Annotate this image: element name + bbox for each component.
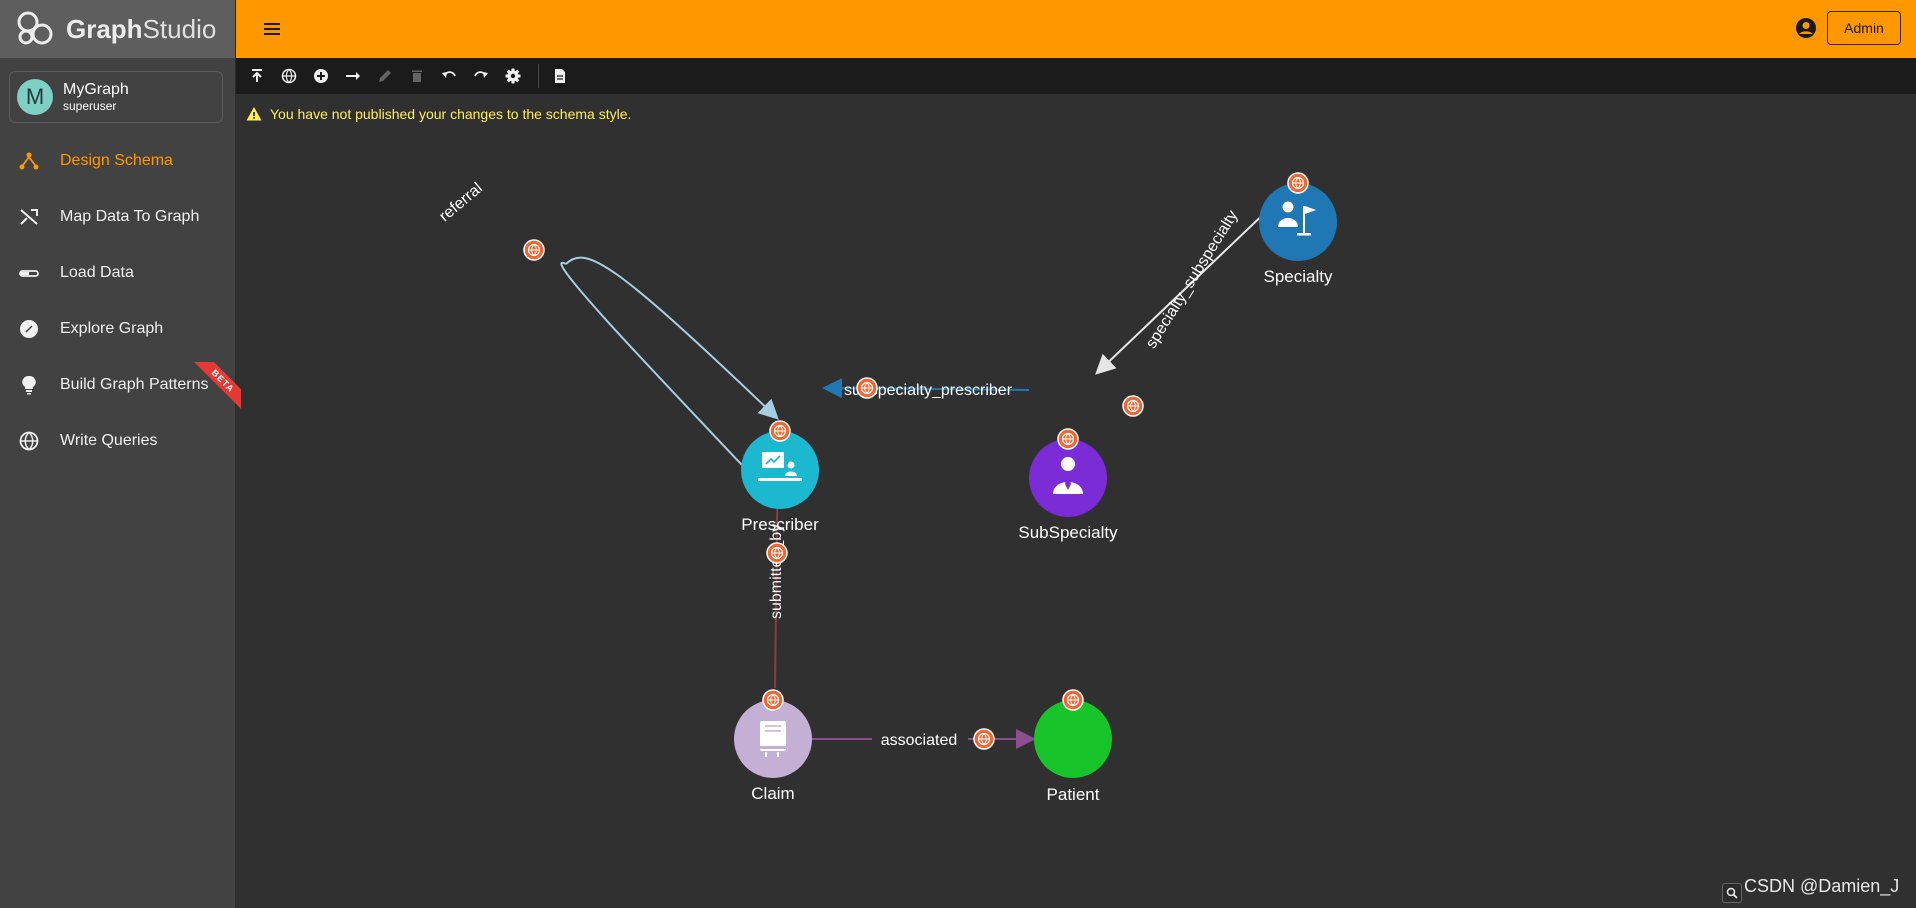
vertex-patient[interactable]: Patient <box>1034 689 1112 804</box>
schema-graph-canvas[interactable]: referral subspecialty_prescriber special… <box>236 94 1916 908</box>
vertex-subspecialty-global-badge <box>1057 428 1079 450</box>
book-icon <box>760 721 786 757</box>
account-circle-icon[interactable] <box>1794 16 1818 40</box>
edit-icon[interactable] <box>374 65 396 87</box>
vertex-patient-label: Patient <box>1047 785 1100 804</box>
unpublished-warning: You have not published your changes to t… <box>246 104 631 124</box>
schema-graph-svg[interactable]: referral subspecialty_prescriber special… <box>236 94 1916 908</box>
admin-button[interactable]: Admin <box>1827 11 1901 45</box>
schema-icon <box>18 150 40 172</box>
beta-ribbon: BETA <box>185 362 241 418</box>
edge-submitted-by-global-badge <box>766 542 788 564</box>
nav-label: Design Schema <box>60 152 173 169</box>
edge-referral-label: referral <box>436 180 486 226</box>
edge-associated-global-badge <box>973 728 995 750</box>
beta-label: BETA <box>189 362 241 415</box>
vertex-prescriber-label: Prescriber <box>741 515 819 534</box>
graph-name: MyGraph <box>63 81 129 98</box>
edge-associated-label: associated <box>881 732 958 749</box>
vertex-prescriber-global-badge <box>769 420 791 442</box>
person-flag-icon <box>1278 201 1316 236</box>
global-types-icon[interactable] <box>278 65 300 87</box>
vertex-subspecialty[interactable]: SubSpecialty <box>1018 428 1118 542</box>
vertex-subspecialty-label: SubSpecialty <box>1018 523 1118 542</box>
nav-label: Write Queries <box>60 432 158 449</box>
add-edge-icon[interactable] <box>342 65 364 87</box>
nav-map-data[interactable]: Map Data To Graph <box>0 195 236 239</box>
nav-write-queries[interactable]: Write Queries <box>0 419 236 463</box>
vertex-specialty[interactable]: Specialty <box>1259 172 1337 286</box>
nav-label: Load Data <box>60 264 134 281</box>
brand-name-light: Studio <box>142 13 217 44</box>
edge-subspecialty-prescriber-label: subspecialty_prescriber <box>844 382 1013 399</box>
load-icon <box>18 262 40 284</box>
vertex-specialty-label: Specialty <box>1264 267 1333 286</box>
edge-associated[interactable]: associated <box>812 726 1036 750</box>
add-vertex-icon[interactable] <box>310 65 332 87</box>
vertex-claim-global-badge <box>762 689 784 711</box>
nav-label: Explore Graph <box>60 320 164 337</box>
nav-build-graph-patterns[interactable]: Build Graph Patterns <box>0 363 236 407</box>
top-app-bar: Admin <box>236 0 1916 58</box>
undo-icon[interactable] <box>438 65 460 87</box>
redo-icon[interactable] <box>470 65 492 87</box>
graph-user: superuser <box>63 99 117 113</box>
nav-load-data[interactable]: Load Data <box>0 251 236 295</box>
edge-associated-label-bg <box>872 726 968 750</box>
graph-selector[interactable]: M MyGraph superuser <box>9 71 223 123</box>
zoom-search-icon[interactable] <box>1722 883 1742 903</box>
vertex-prescriber[interactable]: Prescriber <box>741 420 819 534</box>
nav-label: Build Graph Patterns <box>60 376 209 393</box>
nav-design-schema[interactable]: Design Schema <box>0 139 236 183</box>
graphstudio-logo-icon <box>17 11 53 45</box>
lightbulb-icon <box>18 374 40 396</box>
warning-icon <box>246 107 262 121</box>
edge-specialty-subspecialty-global-badge <box>1122 395 1144 417</box>
edge-referral[interactable]: referral <box>436 180 852 471</box>
shuffle-icon <box>18 206 40 228</box>
graph-avatar: M <box>17 79 53 115</box>
presentation-icon <box>758 452 802 481</box>
watermark-text: CSDN @Damien_J <box>1744 876 1900 896</box>
document-icon[interactable] <box>549 65 571 87</box>
person-tie-icon <box>1053 457 1083 494</box>
compass-icon <box>18 318 40 340</box>
edge-referral-global-badge <box>523 239 545 261</box>
delete-icon[interactable] <box>406 65 428 87</box>
settings-gear-icon[interactable] <box>502 65 524 87</box>
edge-submitted-by-label: submitted_by <box>768 524 785 619</box>
warning-text: You have not published your changes to t… <box>270 106 632 122</box>
publish-icon[interactable] <box>246 65 268 87</box>
nav-label: Map Data To Graph <box>60 208 200 225</box>
schema-toolbar <box>236 58 1916 94</box>
brand-name-bold: Graph <box>66 13 143 44</box>
edge-subspecialty-prescriber[interactable]: subspecialty_prescriber <box>822 377 1030 399</box>
nav-explore-graph[interactable]: Explore Graph <box>0 307 236 351</box>
edge-specialty-subspecialty[interactable]: specialty_subspecialty <box>1095 205 1273 417</box>
vertex-patient-global-badge <box>1062 689 1084 711</box>
toolbar-divider <box>538 64 539 88</box>
menu-icon[interactable] <box>260 17 284 41</box>
vertex-claim[interactable]: Claim <box>734 689 812 803</box>
vertex-specialty-global-badge <box>1287 172 1309 194</box>
globe-icon <box>18 430 40 452</box>
edge-specialty-subspecialty-label: specialty_subspecialty <box>1143 208 1242 352</box>
vertex-claim-label: Claim <box>751 784 794 803</box>
edge-subspecialty-prescriber-global-badge <box>856 377 878 399</box>
